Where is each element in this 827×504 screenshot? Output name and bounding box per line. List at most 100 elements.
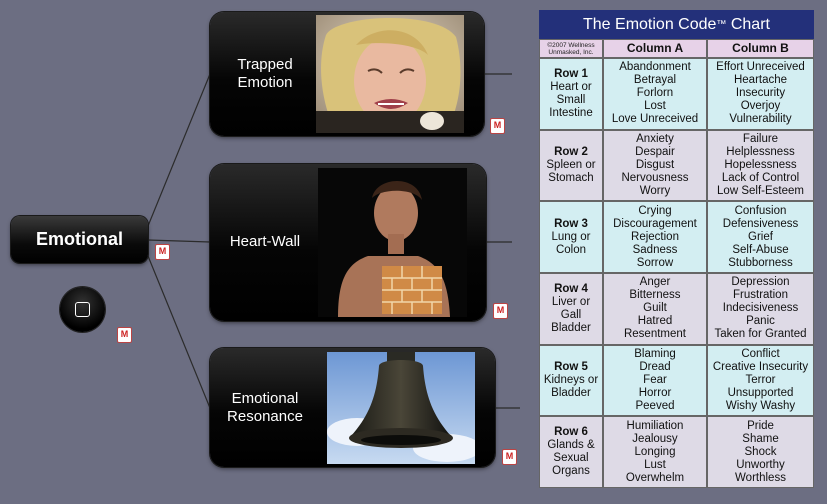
emotion-item: Helplessness bbox=[726, 145, 795, 158]
emotion-item: Indecisiveness bbox=[722, 302, 799, 315]
emotion-item: Jealousy bbox=[632, 432, 678, 445]
emotion-item: Sadness bbox=[632, 243, 678, 256]
row-number: Row 5 bbox=[554, 360, 588, 373]
row-number: Row 2 bbox=[554, 145, 588, 158]
organ-label: Heart or bbox=[550, 80, 592, 93]
emotion-item: Self-Abuse bbox=[732, 243, 789, 256]
note-icon[interactable]: M bbox=[117, 327, 132, 343]
emotion-item: Confusion bbox=[734, 204, 787, 217]
emotion-item: Failure bbox=[742, 132, 779, 145]
emotion-item: Despair bbox=[635, 145, 675, 158]
emotion-item: Hopelessness bbox=[724, 158, 797, 171]
note-icon[interactable]: M bbox=[155, 244, 170, 260]
node-trapped-emotion[interactable]: Trapped Emotion bbox=[210, 12, 484, 136]
root-node-emotional[interactable]: Emotional bbox=[11, 216, 148, 263]
organ-label: Spleen or bbox=[546, 158, 596, 171]
note-icon[interactable]: M bbox=[493, 303, 508, 319]
emotion-item: Wishy Washy bbox=[725, 399, 796, 412]
copyright-text: ©2007 Wellness Unmasked, Inc. bbox=[547, 41, 595, 56]
emotion-item: Frustration bbox=[733, 289, 788, 302]
node-heart-wall[interactable]: Heart-Wall bbox=[210, 164, 486, 321]
organ-label: Stomach bbox=[548, 171, 594, 184]
emotion-item: Stubborness bbox=[728, 256, 793, 269]
emotion-item: Nervousness bbox=[621, 171, 689, 184]
organ-label: Small bbox=[556, 93, 586, 106]
heart-wall-man-image bbox=[318, 168, 467, 317]
crying-woman-image bbox=[316, 15, 464, 133]
emotion-item: Effort Unreceived bbox=[716, 61, 805, 74]
copyright-cell: ©2007 Wellness Unmasked, Inc. bbox=[539, 39, 603, 58]
emotion-item: Resentment bbox=[623, 328, 686, 341]
row-number: Row 3 bbox=[554, 217, 588, 230]
emotion-item: Dread bbox=[639, 360, 671, 373]
column-b-header: Column B bbox=[707, 39, 814, 58]
node-label: Heart-Wall bbox=[229, 233, 301, 250]
emotion-item: Disgust bbox=[635, 158, 675, 171]
node-emotional-resonance[interactable]: Emotional Resonance bbox=[210, 348, 495, 467]
emotion-item: Shock bbox=[744, 445, 777, 458]
note-icon[interactable]: M bbox=[490, 118, 505, 134]
emotion-item: Bitterness bbox=[629, 289, 681, 302]
emotion-item: Forlorn bbox=[636, 87, 674, 100]
emotion-item: Terror bbox=[745, 373, 776, 386]
emotion-item: Longing bbox=[634, 445, 676, 458]
emotion-item: Discouragement bbox=[613, 217, 697, 230]
emotion-item: Anger bbox=[639, 276, 671, 289]
emotion-item: Overwhelm bbox=[625, 471, 685, 484]
row-number: Row 4 bbox=[554, 282, 588, 295]
emotion-item: Guilt bbox=[643, 302, 667, 315]
organ-label: Gall bbox=[560, 308, 582, 321]
emotion-item: Panic bbox=[746, 315, 775, 328]
note-icon[interactable]: M bbox=[502, 449, 517, 465]
emotion-item: Low Self-Esteem bbox=[717, 184, 804, 197]
node-label: Trapped Emotion bbox=[237, 56, 293, 91]
emotion-item: Taken for Granted bbox=[714, 328, 807, 341]
collapsed-subnode[interactable] bbox=[60, 287, 105, 332]
row-number: Row 6 bbox=[554, 426, 588, 439]
organ-label: Bladder bbox=[551, 386, 591, 399]
organ-label: Glands & bbox=[547, 439, 595, 452]
emotion-item: Sorrow bbox=[636, 256, 674, 269]
emotion-item: Worry bbox=[639, 184, 671, 197]
organ-label: Organs bbox=[552, 465, 590, 478]
emotion-item: Defensiveness bbox=[722, 217, 799, 230]
emotion-item: Betrayal bbox=[633, 74, 677, 87]
emotion-item: Humiliation bbox=[626, 419, 684, 432]
emotion-item: Conflict bbox=[741, 347, 780, 360]
organ-label: Liver or bbox=[551, 295, 591, 308]
emotion-item: Unsupported bbox=[727, 386, 794, 399]
organ-label: Colon bbox=[555, 243, 587, 256]
emotion-item: Lust bbox=[644, 458, 666, 471]
emotion-item: Heartache bbox=[733, 74, 788, 87]
emotion-item: Anxiety bbox=[636, 132, 674, 145]
emotion-item: Lost bbox=[644, 100, 666, 113]
emotion-item: Abandonment bbox=[619, 61, 691, 74]
node-label: Emotional Resonance bbox=[227, 390, 303, 425]
emotion-item: Hatred bbox=[637, 315, 673, 328]
emotion-item: Overjoy bbox=[740, 100, 781, 113]
bell-image bbox=[327, 352, 475, 464]
emotion-item: Fear bbox=[643, 373, 667, 386]
organ-label: Intestine bbox=[549, 106, 593, 119]
emotion-item: Lack of Control bbox=[721, 171, 800, 184]
emotion-item: Rejection bbox=[631, 230, 679, 243]
emotion-item: Pride bbox=[747, 419, 774, 432]
emotion-item: Vulnerability bbox=[729, 113, 792, 126]
emotion-item: Grief bbox=[748, 230, 773, 243]
column-a-label: Column A bbox=[626, 41, 684, 55]
